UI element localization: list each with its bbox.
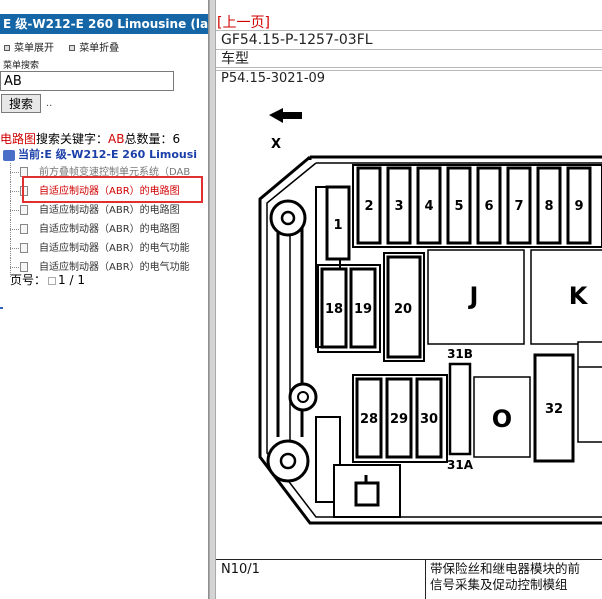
legend-code: N10/1 bbox=[216, 560, 426, 599]
document-icon bbox=[20, 243, 28, 253]
previous-page-link[interactable]: [上一页] bbox=[217, 15, 270, 31]
menu-collapse-label: 菜单折叠 bbox=[79, 43, 120, 54]
fuse-18-label: 18 bbox=[325, 302, 343, 317]
current-vehicle-node[interactable]: 当前:E 级-W212-E 260 Limousi bbox=[3, 146, 197, 162]
search-input[interactable] bbox=[0, 71, 174, 91]
summary-keyword: AB bbox=[108, 132, 125, 146]
document-pane: [上一页] GF54.15-P-1257-03FL 车型 P54.15-3021… bbox=[216, 0, 602, 599]
search-button[interactable]: 搜索 bbox=[1, 94, 41, 113]
summary-total-label: 总数量： bbox=[124, 132, 173, 146]
current-vehicle-label: 当前:E 级-W212-E 260 Limousi bbox=[18, 148, 198, 161]
fuse-20-label: 20 bbox=[394, 302, 412, 317]
fuse-box-diagram: X 1 bbox=[216, 87, 602, 559]
pager-label: 页号： bbox=[10, 273, 47, 287]
page-box-icon bbox=[48, 276, 57, 285]
pager-value[interactable]: 1 / 1 bbox=[58, 273, 85, 287]
expand-icon bbox=[4, 45, 10, 51]
fuse-1-label: 1 bbox=[333, 218, 342, 233]
link-marker bbox=[0, 307, 3, 309]
vehicle-type-label: 车型 bbox=[216, 49, 602, 68]
fuse-30-label: 30 bbox=[420, 412, 438, 427]
arrow-label: X bbox=[271, 137, 281, 152]
search-summary: 电路图搜索关键字：AB总数量：6 bbox=[0, 130, 180, 147]
fuse-2-label: 2 bbox=[364, 199, 373, 214]
collapse-icon bbox=[69, 45, 76, 51]
tree-item-label: 自适应制动器（ABR）的电路图 bbox=[39, 205, 180, 216]
search-label: 菜单搜索 bbox=[3, 61, 40, 71]
vehicle-title-bar: E 级-W212-E 260 Limousine (langer bbox=[0, 14, 208, 34]
terminal-31a-label: 31A bbox=[447, 458, 474, 472]
menu-expand-button[interactable]: 菜单展开 bbox=[4, 39, 54, 54]
document-icon bbox=[20, 186, 28, 196]
legend-table: N10/1 带保险丝和继电器模块的前 信号采集及促动控制模组 bbox=[216, 559, 602, 599]
fuse-box-drawing: X 1 bbox=[258, 108, 602, 525]
menu-expand-label: 菜单展开 bbox=[14, 43, 54, 54]
fuse-32-label: 32 bbox=[545, 402, 563, 417]
tree-item[interactable]: 自适应制动器（ABR）的电气功能 bbox=[0, 239, 208, 258]
left-navigation-pane: E 级-W212-E 260 Limousine (langer 菜单展开 菜单… bbox=[0, 0, 209, 599]
summary-keyword-label: 搜索关键字： bbox=[36, 132, 109, 146]
tree-item[interactable]: 自适应制动器（ABR）的电气功能 bbox=[0, 258, 208, 277]
fuse-3-label: 3 bbox=[394, 199, 403, 214]
summary-total: 6 bbox=[172, 132, 181, 146]
fuse-7-label: 7 bbox=[514, 199, 523, 214]
relay-o-label: O bbox=[492, 405, 512, 433]
tree-item-label: 前方叠帧变速控制单元系统（DAB bbox=[39, 167, 191, 178]
tree-item-label: 自适应制动器（ABR）的电路图 bbox=[39, 224, 180, 235]
fuse-6-label: 6 bbox=[484, 199, 493, 214]
fuse-4-label: 4 bbox=[424, 199, 433, 214]
pane-splitter[interactable] bbox=[209, 0, 216, 599]
legend-description-line1: 带保险丝和继电器模块的前 bbox=[430, 561, 581, 576]
tree-item[interactable]: 自适应制动器（ABR）的电路图 bbox=[0, 201, 208, 220]
pager: 页号： 1 / 1 bbox=[10, 271, 85, 288]
fuse-19-label: 19 bbox=[354, 302, 372, 317]
fuse-29-label: 29 bbox=[390, 412, 408, 427]
legend-description: 带保险丝和继电器模块的前 信号采集及促动控制模组 bbox=[427, 560, 602, 599]
menu-collapse-button[interactable]: 菜单折叠 bbox=[69, 39, 119, 54]
selection-highlight-box bbox=[22, 176, 203, 203]
relay-j-label: J bbox=[468, 282, 479, 310]
tree-item-label: 自适应制动器（ABR）的电路图 bbox=[39, 186, 180, 197]
fuse-8-label: 8 bbox=[544, 199, 553, 214]
fuse-5-label: 5 bbox=[454, 199, 463, 214]
tree-item[interactable]: 自适应制动器（ABR）的电路图 bbox=[0, 220, 208, 239]
result-tree: 前方叠帧变速控制单元系统（DAB 自适应制动器（ABR）的电路图 自适应制动器（… bbox=[0, 163, 208, 277]
more-dots: .. bbox=[46, 98, 53, 109]
document-icon bbox=[20, 205, 28, 215]
tree-item-label: 自适应制动器（ABR）的电气功能 bbox=[39, 262, 190, 273]
direction-arrow-icon bbox=[269, 108, 302, 123]
relay-k-label: K bbox=[569, 282, 589, 310]
fuse-28-label: 28 bbox=[360, 412, 378, 427]
document-code: GF54.15-P-1257-03FL bbox=[216, 30, 602, 49]
document-icon bbox=[20, 262, 28, 272]
document-icon bbox=[20, 224, 28, 234]
menu-toggle-row: 菜单展开 菜单折叠 bbox=[4, 39, 131, 54]
computer-icon bbox=[3, 149, 15, 161]
figure-code: P54.15-3021-09 bbox=[216, 70, 602, 87]
tree-item-label: 自适应制动器（ABR）的电气功能 bbox=[39, 243, 190, 254]
fuse-9-label: 9 bbox=[574, 199, 583, 214]
tree-item-selected[interactable]: 自适应制动器（ABR）的电路图 bbox=[0, 182, 208, 201]
legend-description-line2: 信号采集及促动控制模组 bbox=[430, 577, 568, 592]
summary-category: 电路图 bbox=[0, 132, 37, 146]
terminal-31b-label: 31B bbox=[447, 347, 473, 361]
